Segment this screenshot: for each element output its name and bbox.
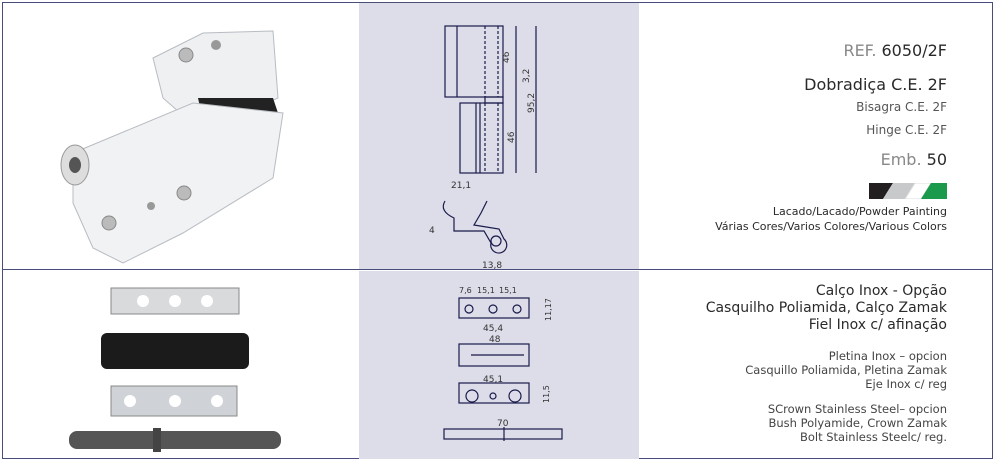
finish-line-2: Várias Cores/Varios Colores/Various Colo…: [715, 220, 947, 233]
text-line: Bolt Stainless Steelc/ reg.: [799, 430, 947, 444]
pack-label: Emb.: [880, 150, 922, 169]
hinge-image: [60, 30, 284, 264]
dim-label: 46: [507, 131, 517, 143]
dim-label: 11,17: [544, 298, 553, 321]
ref-value: 6050/2F: [881, 41, 948, 60]
dim-label: 48: [489, 335, 501, 345]
components-en: SCrown Stainless Steel– opcion Bush Poly…: [768, 402, 947, 444]
text-line: Casquilho Poliamida, Calço Zamak: [705, 300, 947, 316]
hinge-photo: [3, 3, 359, 269]
product-ref: REF. 6050/2F: [843, 41, 947, 60]
components-pt: Calço Inox - Opção Casquilho Poliamida, …: [706, 283, 947, 334]
product-name-pt: Dobradiça C.E. 2F: [804, 75, 947, 94]
components-image: [69, 287, 281, 452]
text-line: Fiel Inox c/ afinação: [808, 317, 947, 333]
pack-quantity: Emb. 50: [881, 150, 947, 169]
ref-label: REF.: [843, 41, 877, 60]
text-line: Pletina Inox – opcion: [828, 349, 947, 363]
hinge-drawing: 46 3,2 95,2 46 21,1 4 13,8: [359, 3, 639, 271]
product-name-es: Bisagra C.E. 2F: [856, 100, 947, 114]
product-name-en: Hinge C.E. 2F: [866, 123, 947, 137]
finish-line-1: Lacado/Lacado/Powder Painting: [772, 205, 947, 218]
dim-label: 13,8: [482, 261, 502, 270]
dim-label: 45,1: [483, 375, 503, 385]
pack-value: 50: [926, 150, 947, 169]
product-info: REF. 6050/2F Dobradiça C.E. 2F Bisagra C…: [639, 3, 993, 269]
dim-label: 15,1: [499, 286, 517, 295]
text-line: Bush Polyamide, Crown Zamak: [768, 416, 947, 430]
dim-label: 70: [497, 419, 509, 429]
text-line: Calço Inox - Opção: [815, 283, 947, 299]
dim-label: 3,2: [522, 69, 532, 83]
color-swatch: [869, 183, 947, 199]
dim-label: 21,1: [451, 181, 471, 191]
text-line: SCrown Stainless Steel– opcion: [767, 402, 947, 416]
dim-label: 15,1: [477, 286, 495, 295]
dim-label: 46: [502, 51, 512, 63]
components-info: Calço Inox - Opção Casquilho Poliamida, …: [639, 271, 993, 459]
components-row: 7,6 15,1 15,1 11,17 45,4 48 45,1 11,5 70…: [3, 271, 992, 459]
text-line: Eje Inox c/ reg: [865, 377, 947, 391]
text-line: Casquillo Poliamida, Pletina Zamak: [745, 363, 947, 377]
dim-label: 95,2: [527, 93, 537, 113]
dim-label: 4: [429, 226, 435, 236]
dim-label: 7,6: [459, 286, 472, 295]
components-drawing: 7,6 15,1 15,1 11,17 45,4 48 45,1 11,5 70: [359, 271, 639, 459]
components-es: Pletina Inox – opcion Casquillo Poliamid…: [745, 349, 947, 391]
hinge-row: 46 3,2 95,2 46 21,1 4 13,8 REF. 6050/2F …: [3, 3, 993, 271]
components-photo: [3, 271, 359, 459]
dim-label: 11,5: [542, 385, 551, 403]
dim-label: 45,4: [483, 324, 503, 334]
